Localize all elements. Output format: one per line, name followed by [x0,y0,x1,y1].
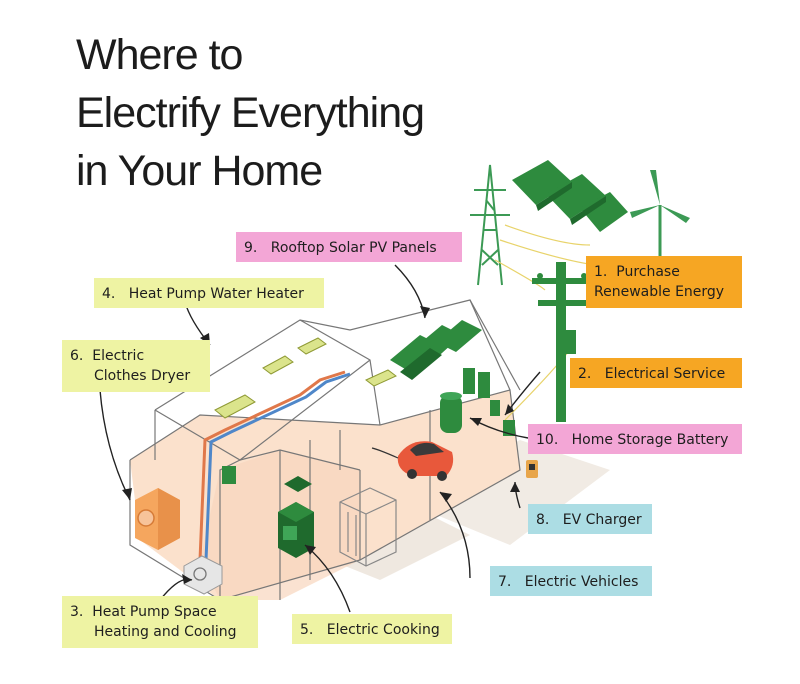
stove-icon [278,476,314,558]
label-text: Electric Vehicles [524,574,639,590]
title-line-1: Where to [76,31,243,79]
solar-panel-icon [390,320,482,380]
title-line-2: Electrify Everything [76,89,425,137]
driveway [400,440,610,545]
transmission-tower-icon [470,164,510,286]
hvac-ducts [198,370,351,561]
page-title: Where to Electrify Everything in Your Ho… [76,26,425,200]
label-text-line-1: Heat Pump Space [92,604,217,620]
label-number: 10. [536,432,559,448]
label-text: Electrical Service [604,366,726,382]
label-number: 1. [594,264,608,280]
battery-icon [463,368,500,416]
refrigerator-icon [339,487,397,567]
label-number: 6. [70,348,84,364]
label-heat-pump-space-heating: 3. Heat Pump Space Heating and Cooling [62,596,258,648]
label-number: 5. [300,622,314,638]
ground-shadow [330,510,470,580]
label-text: Rooftop Solar PV Panels [270,240,437,256]
label-text-line-2: Heating and Cooling [94,624,237,640]
utility-pole-icon [532,262,590,422]
label-text: Heat Pump Water Heater [128,286,304,302]
label-electric-clothes-dryer: 6. Electric Clothes Dryer [62,340,210,392]
label-text-line-2: Clothes Dryer [94,368,191,384]
label-number: 7. [498,574,512,590]
thermostat-icon [222,466,236,484]
ev-charger-icon [526,460,538,478]
solar-farm-icon [512,160,628,232]
label-number: 4. [102,286,116,302]
label-electric-vehicles: 7. Electric Vehicles [490,566,652,596]
label-number: 8. [536,512,550,528]
wind-turbine-icon [630,170,690,262]
label-text-line-1: Electric [92,348,145,364]
label-electrical-service: 2. Electrical Service [570,358,742,388]
label-text: Electric Cooking [326,622,440,638]
label-ev-charger: 8. EV Charger [528,504,652,534]
label-rooftop-solar: 9. Rooftop Solar PV Panels [236,232,462,262]
label-home-storage-battery: 10. Home Storage Battery [528,424,742,454]
title-line-3: in Your Home [76,147,323,195]
label-number: 9. [244,240,258,256]
label-purchase-renewable-energy: 1. Purchase Renewable Energy [586,256,742,308]
label-electric-cooking: 5. Electric Cooking [292,614,452,644]
water-heater-icon [440,392,462,433]
electric-car-icon [371,441,454,481]
label-number: 2. [578,366,592,382]
label-heat-pump-water-heater: 4. Heat Pump Water Heater [94,278,324,308]
label-text-line-2: Renewable Energy [594,284,725,300]
electrical-meter-icon [503,420,515,436]
label-text: Home Storage Battery [571,432,729,448]
hvac-vents [214,337,397,419]
label-text: EV Charger [562,512,642,528]
label-number: 3. [70,604,84,620]
dryer-icon [135,488,180,550]
arrow-heads [122,306,520,584]
label-text-line-1: Purchase [616,264,680,280]
